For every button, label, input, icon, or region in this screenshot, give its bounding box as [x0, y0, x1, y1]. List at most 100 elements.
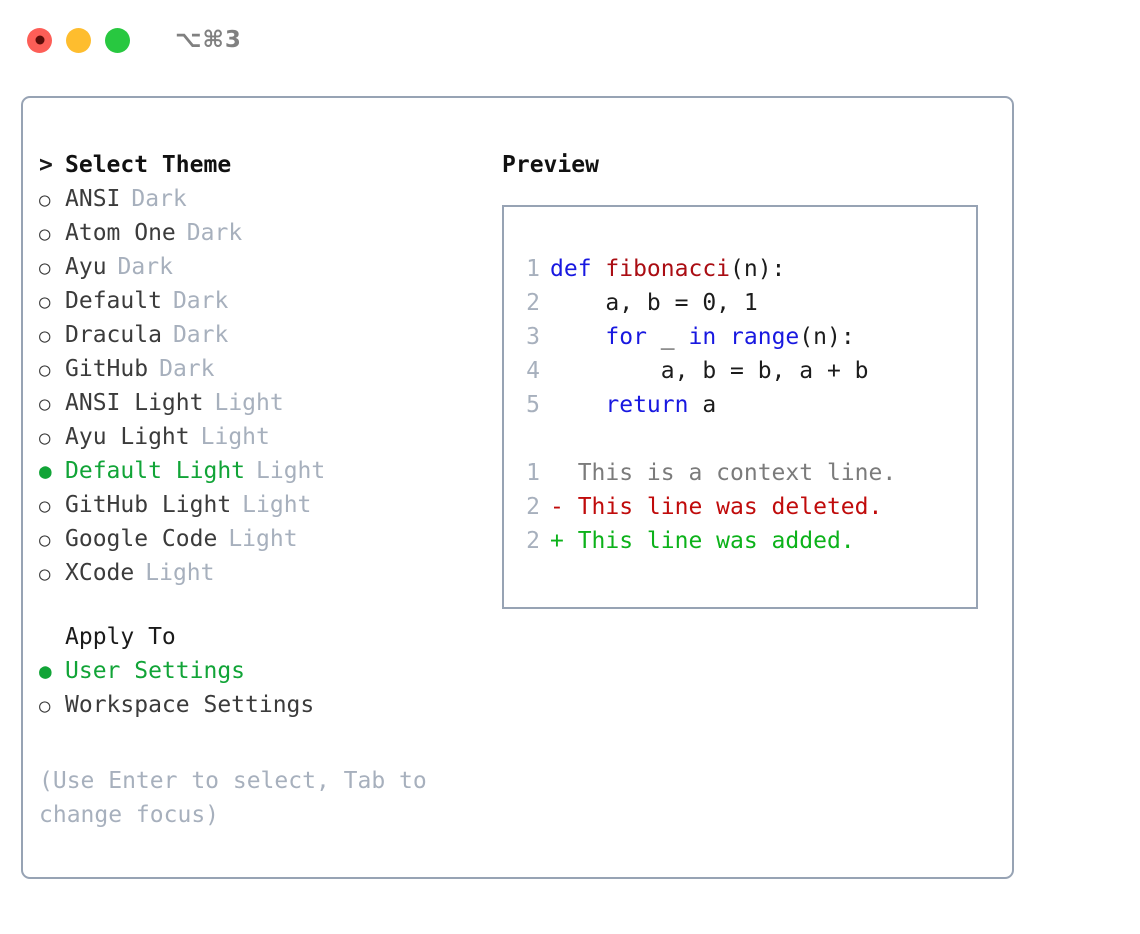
- diff-line-number: 2: [526, 494, 540, 520]
- apply-to-options: ● User Settings ○ Workspace Settings: [39, 654, 499, 722]
- radio-unselected-icon: ○: [39, 695, 51, 717]
- diff-line-number: 1: [526, 460, 540, 486]
- code-token: a: [688, 392, 717, 418]
- code-token: def: [550, 256, 606, 282]
- select-theme-heading: > Select Theme: [39, 148, 499, 182]
- diff-line: 1 This is a context line.: [504, 456, 976, 490]
- radio-unselected-icon: ○: [39, 529, 51, 551]
- theme-category-tag: Dark: [131, 186, 187, 212]
- code-token: [716, 324, 730, 350]
- diff-line-text: + This line was added.: [550, 528, 855, 554]
- diff-line: 2- This line was deleted.: [504, 490, 976, 524]
- theme-list-item[interactable]: ○ Ayu Dark: [39, 250, 499, 284]
- theme-category-tag: Light: [256, 458, 326, 484]
- theme-list-item[interactable]: ○ ANSI Dark: [39, 182, 499, 216]
- radio-selected-icon: ●: [39, 659, 52, 683]
- theme-name-label: ANSI Light: [65, 390, 204, 416]
- code-line-number: 3: [526, 324, 540, 350]
- apply-to-option-label: User Settings: [65, 658, 246, 684]
- code-token: [550, 392, 605, 418]
- theme-list-item[interactable]: ○ GitHub Light Light: [39, 488, 499, 522]
- theme-category-tag: Dark: [172, 288, 229, 314]
- select-theme-label: Select Theme: [65, 152, 232, 178]
- code-token: (n):: [730, 256, 786, 282]
- code-line-number: 5: [526, 392, 540, 418]
- theme-name-label: GitHub: [65, 356, 149, 382]
- theme-name-label: Google Code: [65, 526, 218, 552]
- code-token: a, b = 0, 1: [550, 290, 758, 316]
- theme-category-tag: Light: [214, 390, 284, 416]
- code-line-text: a, b = 0, 1: [550, 286, 758, 320]
- minimize-button-icon[interactable]: [66, 27, 91, 53]
- theme-category-tag: Dark: [172, 322, 229, 348]
- spacer-icon: ○: [39, 621, 65, 655]
- code-line-text: for _ in range(n):: [550, 320, 855, 354]
- code-line: 4 a, b = b, a + b: [504, 354, 976, 388]
- theme-name-label: GitHub Light: [65, 492, 232, 518]
- preview-title: Preview: [502, 152, 599, 178]
- theme-name-label: ANSI: [65, 186, 121, 212]
- radio-unselected-icon: ○: [39, 257, 51, 279]
- theme-list-item[interactable]: ○ Dracula Dark: [39, 318, 499, 352]
- keyboard-hint: (Use Enter to select, Tab to change focu…: [39, 768, 427, 828]
- code-token: a, b = b, a + b: [550, 358, 869, 384]
- radio-unselected-icon: ○: [39, 189, 51, 211]
- code-line-number: 2: [526, 290, 540, 316]
- code-token: range: [730, 324, 800, 350]
- radio-unselected-icon: ○: [39, 291, 51, 313]
- radio-unselected-icon: ○: [39, 223, 51, 245]
- code-line-text: def fibonacci(n):: [550, 252, 785, 286]
- apply-to-option-label: Workspace Settings: [65, 692, 315, 718]
- radio-unselected-icon: ○: [39, 325, 51, 347]
- code-token: _: [646, 324, 689, 350]
- code-diff-spacer: [504, 422, 976, 456]
- maximize-button-icon[interactable]: [105, 27, 130, 53]
- radio-unselected-icon: ○: [39, 359, 51, 381]
- apply-to-heading: ○ Apply To: [39, 620, 499, 654]
- radio-unselected-icon: ○: [39, 563, 51, 585]
- radio-unselected-icon: ○: [39, 393, 51, 415]
- close-button-icon[interactable]: [27, 27, 52, 53]
- code-line: 5 return a: [504, 388, 976, 422]
- section-spacer: [39, 590, 499, 620]
- code-line-text: return a: [550, 388, 716, 422]
- apply-to-option[interactable]: ● User Settings: [39, 654, 499, 688]
- code-token: (n):: [799, 324, 855, 350]
- radio-unselected-icon: ○: [39, 495, 51, 517]
- code-line: 2 a, b = 0, 1: [504, 286, 976, 320]
- title-bar: ⌥⌘3: [0, 0, 1140, 80]
- code-token: return: [605, 392, 689, 418]
- apply-to-label: Apply To: [65, 624, 176, 650]
- code-line-number: 4: [526, 358, 540, 384]
- theme-name-label: Ayu: [65, 254, 107, 280]
- prompt-caret-icon: >: [39, 152, 53, 178]
- diff-line-text: This is a context line.: [550, 460, 897, 486]
- theme-list-item[interactable]: ○ ANSI Light Light: [39, 386, 499, 420]
- code-token: fibonacci: [605, 256, 731, 282]
- radio-selected-icon: ●: [39, 459, 52, 483]
- code-token: for: [605, 324, 647, 350]
- theme-name-label: Dracula: [65, 322, 162, 348]
- apply-to-option[interactable]: ○ Workspace Settings: [39, 688, 499, 722]
- traffic-light-group: [27, 27, 130, 53]
- theme-category-tag: Dark: [186, 220, 243, 246]
- theme-category-tag: Light: [242, 492, 312, 518]
- diff-sample: 1 This is a context line.2- This line wa…: [504, 456, 976, 558]
- theme-category-tag: Dark: [117, 254, 173, 280]
- code-token: [550, 324, 605, 350]
